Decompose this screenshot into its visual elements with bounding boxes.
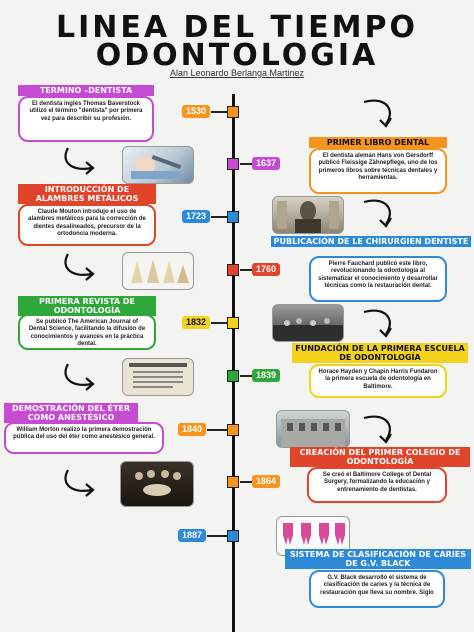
connector <box>211 322 227 324</box>
curved-arrow-icon <box>64 253 95 281</box>
dental-tools-photo <box>122 146 194 184</box>
event-card-1839: Horace Hayden y Chapin Harris Fundaron l… <box>309 364 447 398</box>
timeline-node <box>227 106 239 118</box>
event-title-1840: DEMOSTRACIÓN DEL ÉTER COMO ANESTÉSICO <box>4 403 138 423</box>
surgery-painting <box>120 461 194 507</box>
curved-arrow-icon <box>64 469 95 497</box>
connector <box>207 535 227 537</box>
curved-arrow-icon <box>363 309 392 338</box>
connector <box>240 163 252 165</box>
teeth-photo <box>122 252 194 290</box>
event-title-1760: PUBLICACIÓN DE LE CHIRURGIEN DENTISTE <box>271 236 471 247</box>
page-title-line1: LINEA DEL TIEMPO <box>56 10 418 45</box>
building-photo <box>276 410 350 448</box>
page-title-line2: ODONTOLOGIA <box>95 38 379 73</box>
curved-arrow-icon <box>363 99 392 128</box>
curved-arrow-icon <box>363 415 392 444</box>
event-card-1760: Pierre Fauchard publicó este libro, revo… <box>309 256 447 302</box>
event-card-1864: Se creó el Baltimore College of Dental S… <box>307 467 447 503</box>
timeline-node <box>227 264 239 276</box>
event-title-1839: FUNDACIÓN DE LA PRIMERA ESCUELA DE ODONT… <box>292 343 468 363</box>
event-title-1723: INTRODUCCIÓN DE ALAMBRES METÁLICOS <box>18 184 156 204</box>
year-badge-1637: 1637 <box>252 157 281 170</box>
curved-arrow-icon <box>64 363 95 391</box>
curved-arrow-icon <box>363 199 392 228</box>
event-title-1637: PRIMER LIBRO DENTAL <box>309 137 447 148</box>
timeline-node <box>227 370 239 382</box>
portrait-photo <box>272 196 344 234</box>
classroom-photo <box>272 304 344 342</box>
connector <box>240 481 252 483</box>
year-badge-1760: 1760 <box>252 263 281 276</box>
event-card-1530: El dentista inglés Thomas Baverstock uti… <box>18 96 154 142</box>
timeline-node <box>227 158 239 170</box>
year-badge-1887: 1887 <box>178 529 207 542</box>
year-badge-1864: 1864 <box>252 475 281 488</box>
year-badge-1840: 1840 <box>178 423 207 436</box>
connector <box>240 375 252 377</box>
curved-arrow-icon <box>64 147 95 175</box>
connector <box>211 216 227 218</box>
connector <box>207 429 227 431</box>
event-title-1887: SISTEMA DE CLASIFICACIÓN DE CARIES DE G.… <box>285 549 471 569</box>
year-badge-1839: 1839 <box>252 369 281 382</box>
event-title-1864: CREACIÓN DEL PRIMER COLEGIO DE ODONTOLOG… <box>290 447 470 467</box>
timeline-node <box>227 476 239 488</box>
timeline-node <box>227 530 239 542</box>
author-name: Alan Leonardo Berlanga Martinez <box>169 68 305 78</box>
event-title-1530: TERMINO –DENTISTA <box>18 85 154 96</box>
year-badge-1530: 1530 <box>182 105 211 118</box>
event-card-1832: Se publicó The American Journal of Denta… <box>18 314 156 350</box>
connector <box>240 269 252 271</box>
year-badge-1832: 1832 <box>182 316 211 329</box>
timeline-node <box>227 211 239 223</box>
year-badge-1723: 1723 <box>182 210 211 223</box>
event-title-1832: PRIMERA REVISTA DE ODONTOLOGÍA <box>18 296 156 316</box>
event-card-1840: William Morton realizó la primera demost… <box>4 422 164 454</box>
timeline-axis <box>232 94 235 632</box>
event-card-1887: G.V. Black desarrolló el sistema de clas… <box>309 570 445 608</box>
timeline-node <box>227 424 239 436</box>
journal-photo <box>122 358 194 396</box>
event-card-1723: Claude Mouton introdujo el uso de alambr… <box>18 204 156 246</box>
connector <box>211 111 227 113</box>
event-card-1637: El dentista alemán Hans von Gersdorff pu… <box>309 148 447 194</box>
timeline-node <box>227 317 239 329</box>
